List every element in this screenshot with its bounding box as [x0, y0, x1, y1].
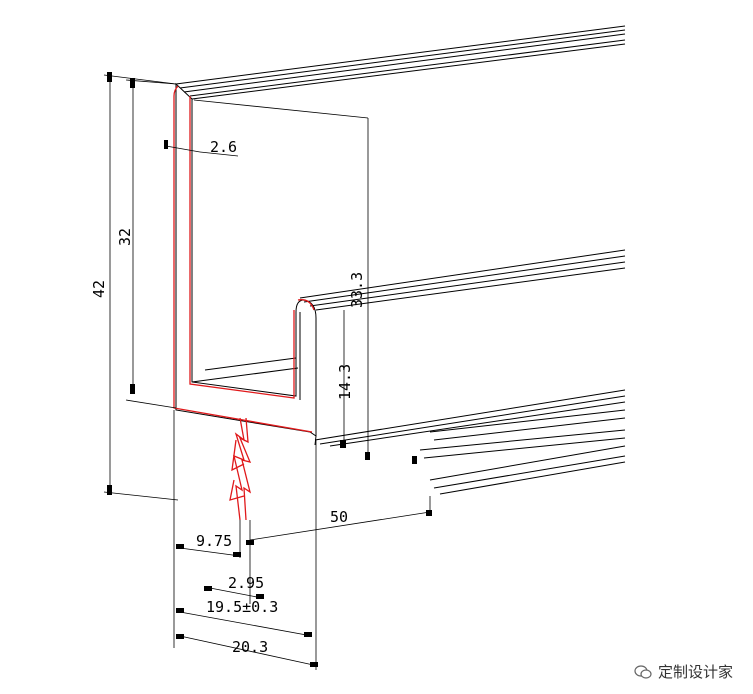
watermark-text: 定制设计家 — [657, 663, 733, 681]
dim-inner-depth: 33.3 — [348, 272, 366, 308]
dim-length: 50 — [330, 508, 348, 526]
inner-wall-lines — [191, 99, 299, 383]
dim-slot: 2.95 — [228, 574, 264, 592]
bottom-edge-lines — [314, 389, 626, 495]
profile-highlight — [173, 85, 315, 521]
dim-total-height: 42 — [90, 280, 108, 298]
dim-outer-width: 20.3 — [232, 638, 268, 656]
dim-lip-height: 14.3 — [336, 364, 354, 400]
dimension-ticks — [107, 72, 432, 667]
profile-outline — [175, 82, 317, 446]
wechat-icon — [634, 664, 652, 679]
dim-offset: 9.75 — [196, 532, 232, 550]
dim-inner-width: 19.5±0.3 — [206, 598, 278, 616]
dim-outer-height: 32 — [116, 228, 134, 246]
dimension-lines — [103, 74, 431, 670]
top-edge-lines — [175, 25, 626, 100]
lip-edge-lines — [299, 249, 626, 311]
dim-wall-thickness: 2.6 — [210, 138, 237, 156]
watermark: 定制设计家 — [634, 661, 733, 682]
